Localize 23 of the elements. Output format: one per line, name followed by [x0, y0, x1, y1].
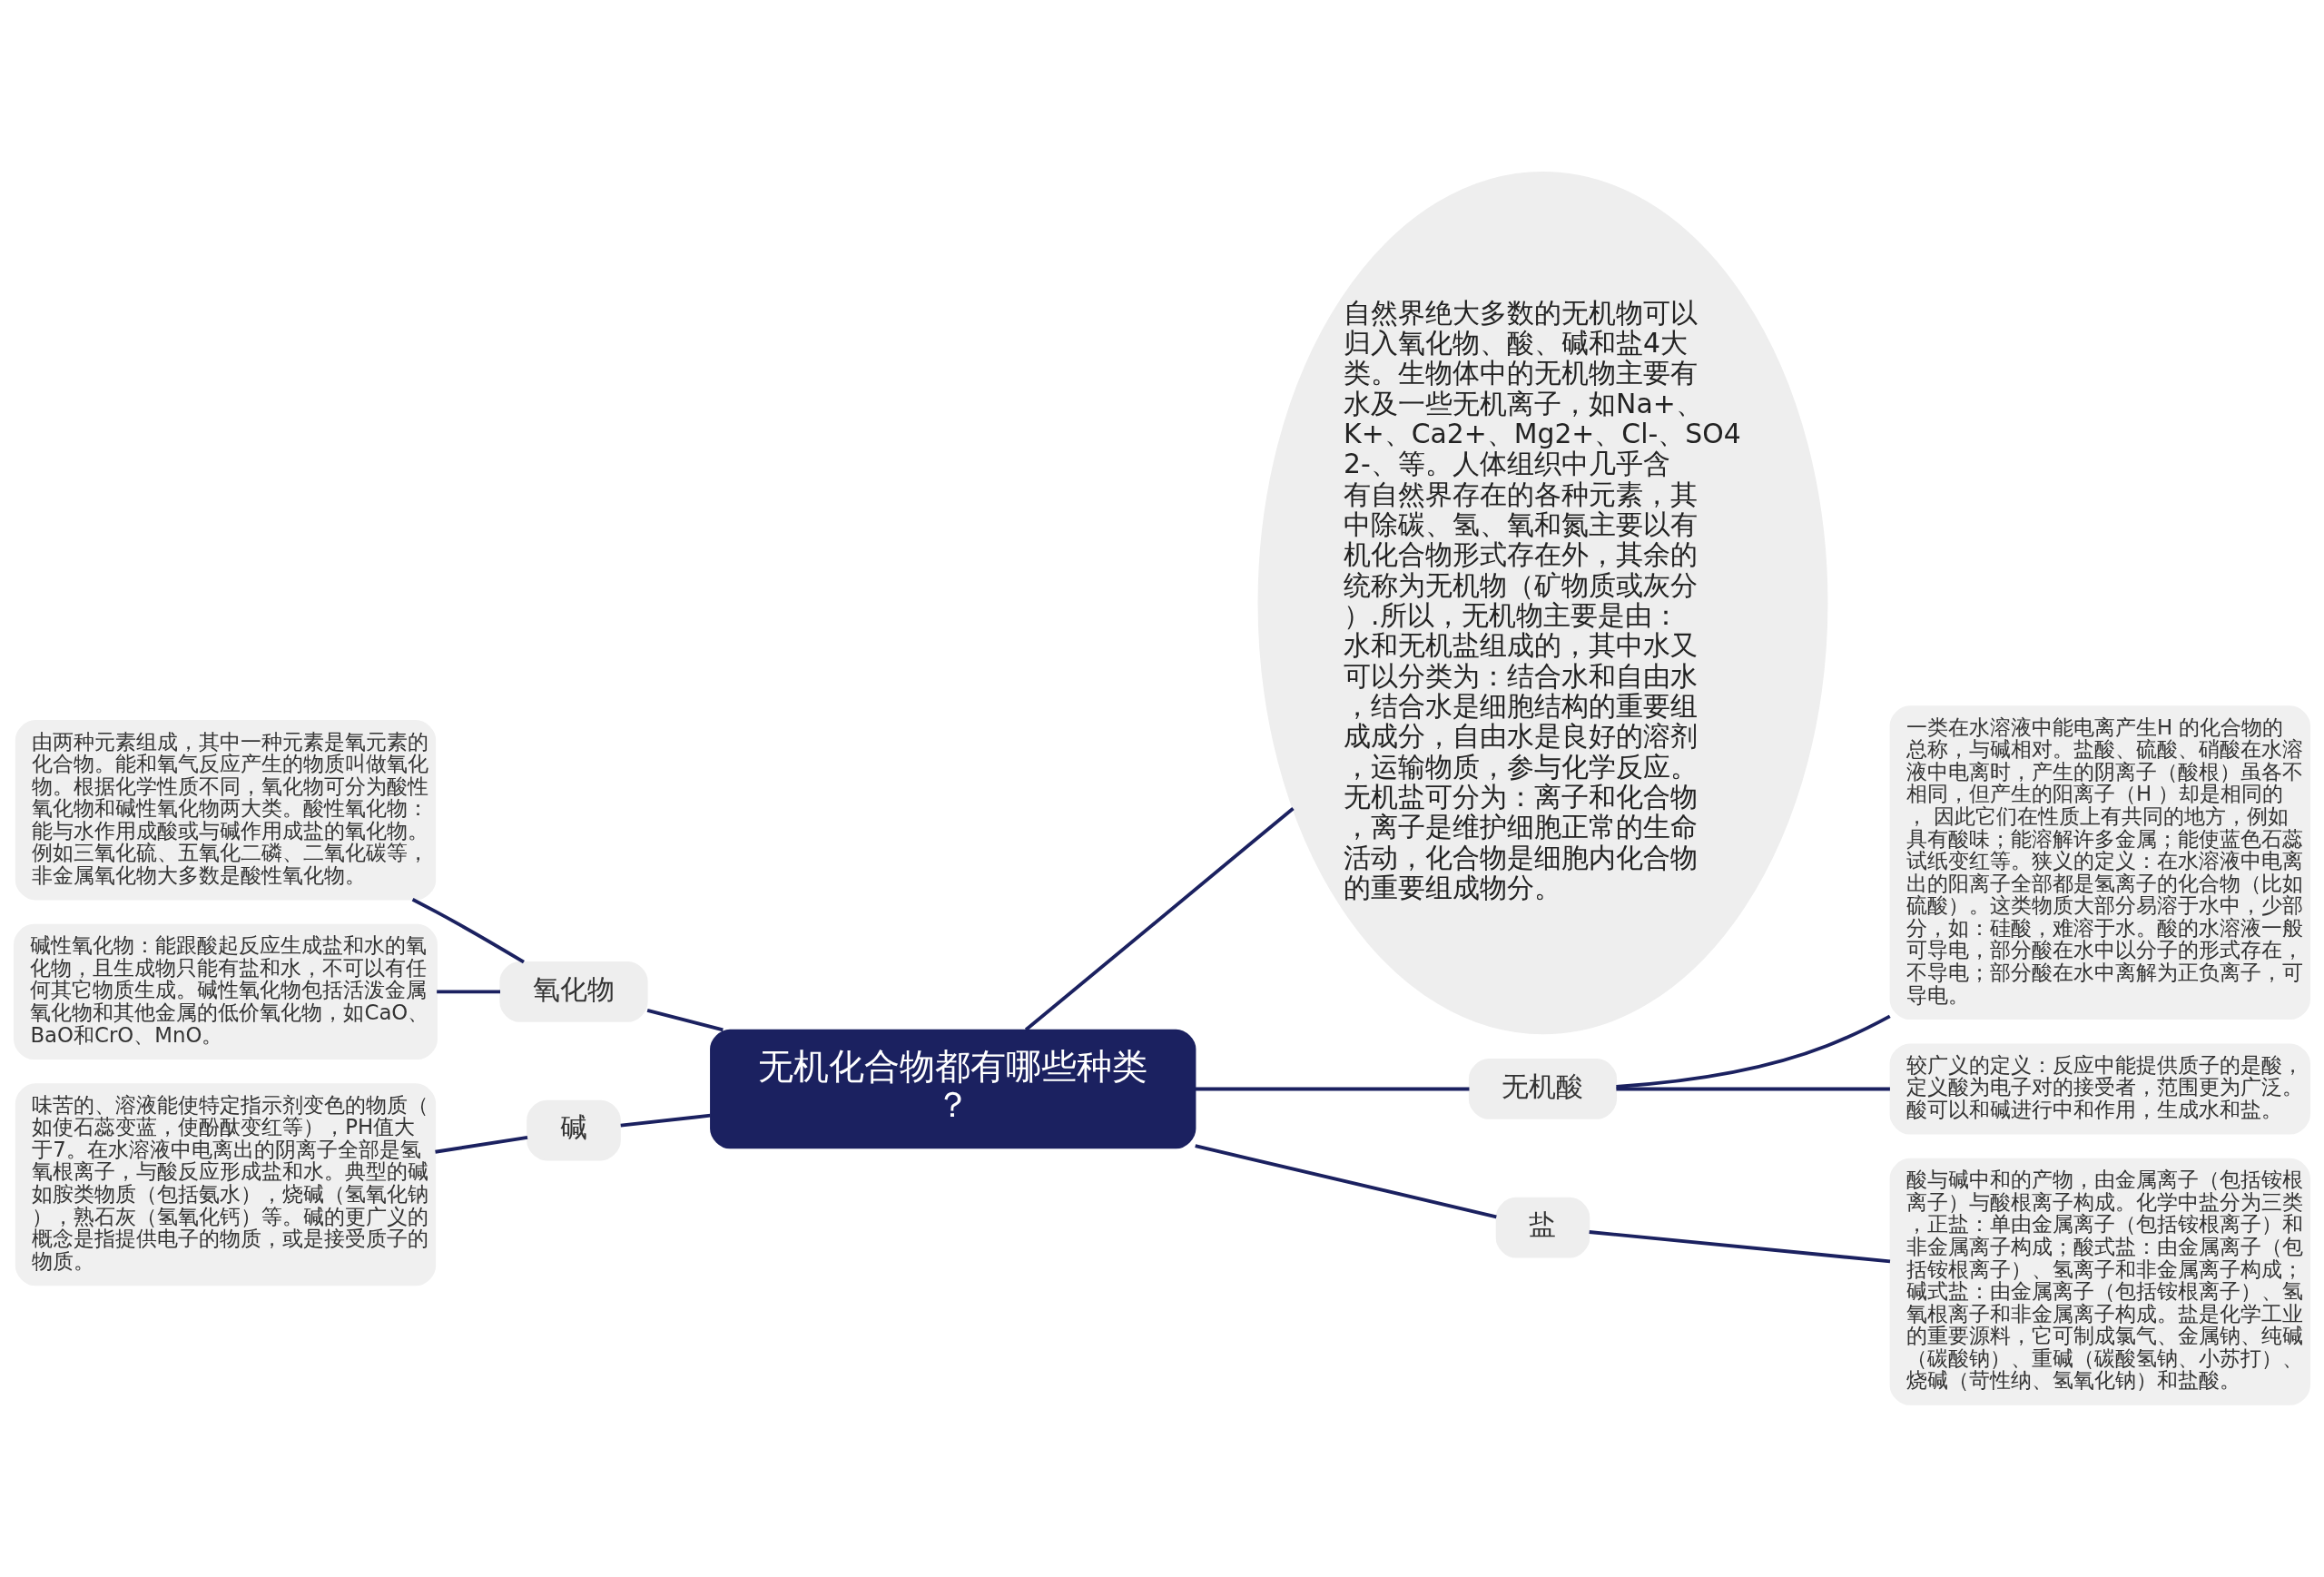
connector — [1616, 1087, 1890, 1091]
node-box: 碱性氧化物：能跟酸起反应生成盐和水的氧化物，且生成物只能有盐和水，不可以有任何其它物质生成。碱性氧化物包括活泼金属氧化物和其他金属的低价氧化物，如CaO、BaO和CrO、MnO。 — [14, 923, 438, 1060]
connector — [1616, 1014, 1891, 1089]
connector — [646, 1009, 724, 1032]
node-ellipse: 自然界绝大多数的无机物可以归入氧化物、酸、碱和盐4大类。生物体中的无机物主要有水及一些无机离子，如Na+、K+、Ca2+、Mg2+、Cl-、SO42-、等。人体组织中几乎含有自然界存在的各种元素，其中除碳、氢、氧和氮主要以有机化合物形式存在外，其余的统称为无机物（矿物质或灰分）.所以，无机物主要是由：水和无机盐组成的，其中水又可以分类为：结合水和自由水，结合水是细胞结构的重要组成成分，自由水是良好的溶剂，运输物质，参与化学反应。无机盐可分为：离子和化合物，离子是维护细胞正常的生命活动，化合物是细胞内化合物的重要组成物分。 — [1257, 171, 1828, 1035]
node-box: 味苦的、溶液能使特定指示剂变色的物质（如使石蕊变蓝，使酚酞变红等），PH值大于7。在水溶液中电离出的阴离子全部是氢氧根离子，与酸反应形成盐和水。典型的碱如胺类物质（包括氨水），烧碱（氢氧化钠），熟石灰（氢氧化钙）等。碱的更广义的概念是指提供电子的物质，或是接受质子的物质。 — [15, 1083, 437, 1286]
node-box: 一类在水溶液中能电离产生H 的化合物的总称，与碱相对。盐酸、硫酸、硝酸在水溶液中电离时，产生的阴离子（酸根）虽各不相同，但产生的阳离子（H ）却是相同的， 因此它们在性质上有共同的地方，例如具有酸味；能溶解许多金属；能使蓝色石蕊试纸变红等。狭义的定义：在水溶液中电离出的阳离子全部都是氢离子的化合物（比如硫酸）。这类物质大部分易溶于水中，少部分，如：硅酸，难溶于水。酸的水溶液一般可导电，部分酸在水中以分子的形式存在，不导电；部分酸在水中离解为正负离子，可导电。 — [1889, 705, 2310, 1020]
connector — [437, 990, 500, 994]
node-box: 较广义的定义：反应中能提供质子的是酸，定义酸为电子对的接受者，范围更为广泛。酸可以和碱进行中和作用，生成水和盐。 — [1889, 1043, 2310, 1135]
connector — [1195, 1144, 1497, 1219]
connector — [411, 897, 525, 964]
connector — [620, 1113, 711, 1128]
node-box: 酸与碱中和的产物，由金属离子（包括铵根离子）与酸根离子构成。化学中盐分为三类，正盐：单由金属离子（包括铵根离子）和非金属离子构成；酸式盐：由金属离子（包括铵根离子）、氢离子和非金属离子构成；碱式盐：由金属离子（包括铵根离子）、氢氧根离子和非金属离子构成。盐是化学工业的重要源料，它可制成氯气、金属钠、纯碱（碳酸钠）、重碱（碳酸氢钠、小苏打）、烧碱（苛性纳、氢氧化钠）和盐酸。 — [1889, 1158, 2310, 1405]
connector — [1589, 1230, 1891, 1264]
connector — [1195, 1087, 1470, 1091]
connector — [435, 1135, 528, 1154]
connector — [1024, 807, 1295, 1031]
node-box: 盐 — [1495, 1197, 1590, 1258]
node-box: 由两种元素组成，其中一种元素是氧元素的化合物。能和氧气反应产生的物质叫做氧化物。根据化学性质不同，氧化物可分为酸性氧化物和碱性氧化物两大类。酸性氧化物：能与水作用成酸或与碱作用成盐的氧化物。例如三氧化硫、五氧化二磷、二氧化碳等，非金属氧化物大多数是酸性氧化物。 — [15, 720, 437, 901]
node-box: 氧化物 — [499, 961, 648, 1022]
node-box: 无机酸 — [1468, 1059, 1618, 1119]
node-box: 无机化合物都有哪些种类？ — [710, 1029, 1196, 1149]
node-box: 碱 — [527, 1099, 621, 1161]
